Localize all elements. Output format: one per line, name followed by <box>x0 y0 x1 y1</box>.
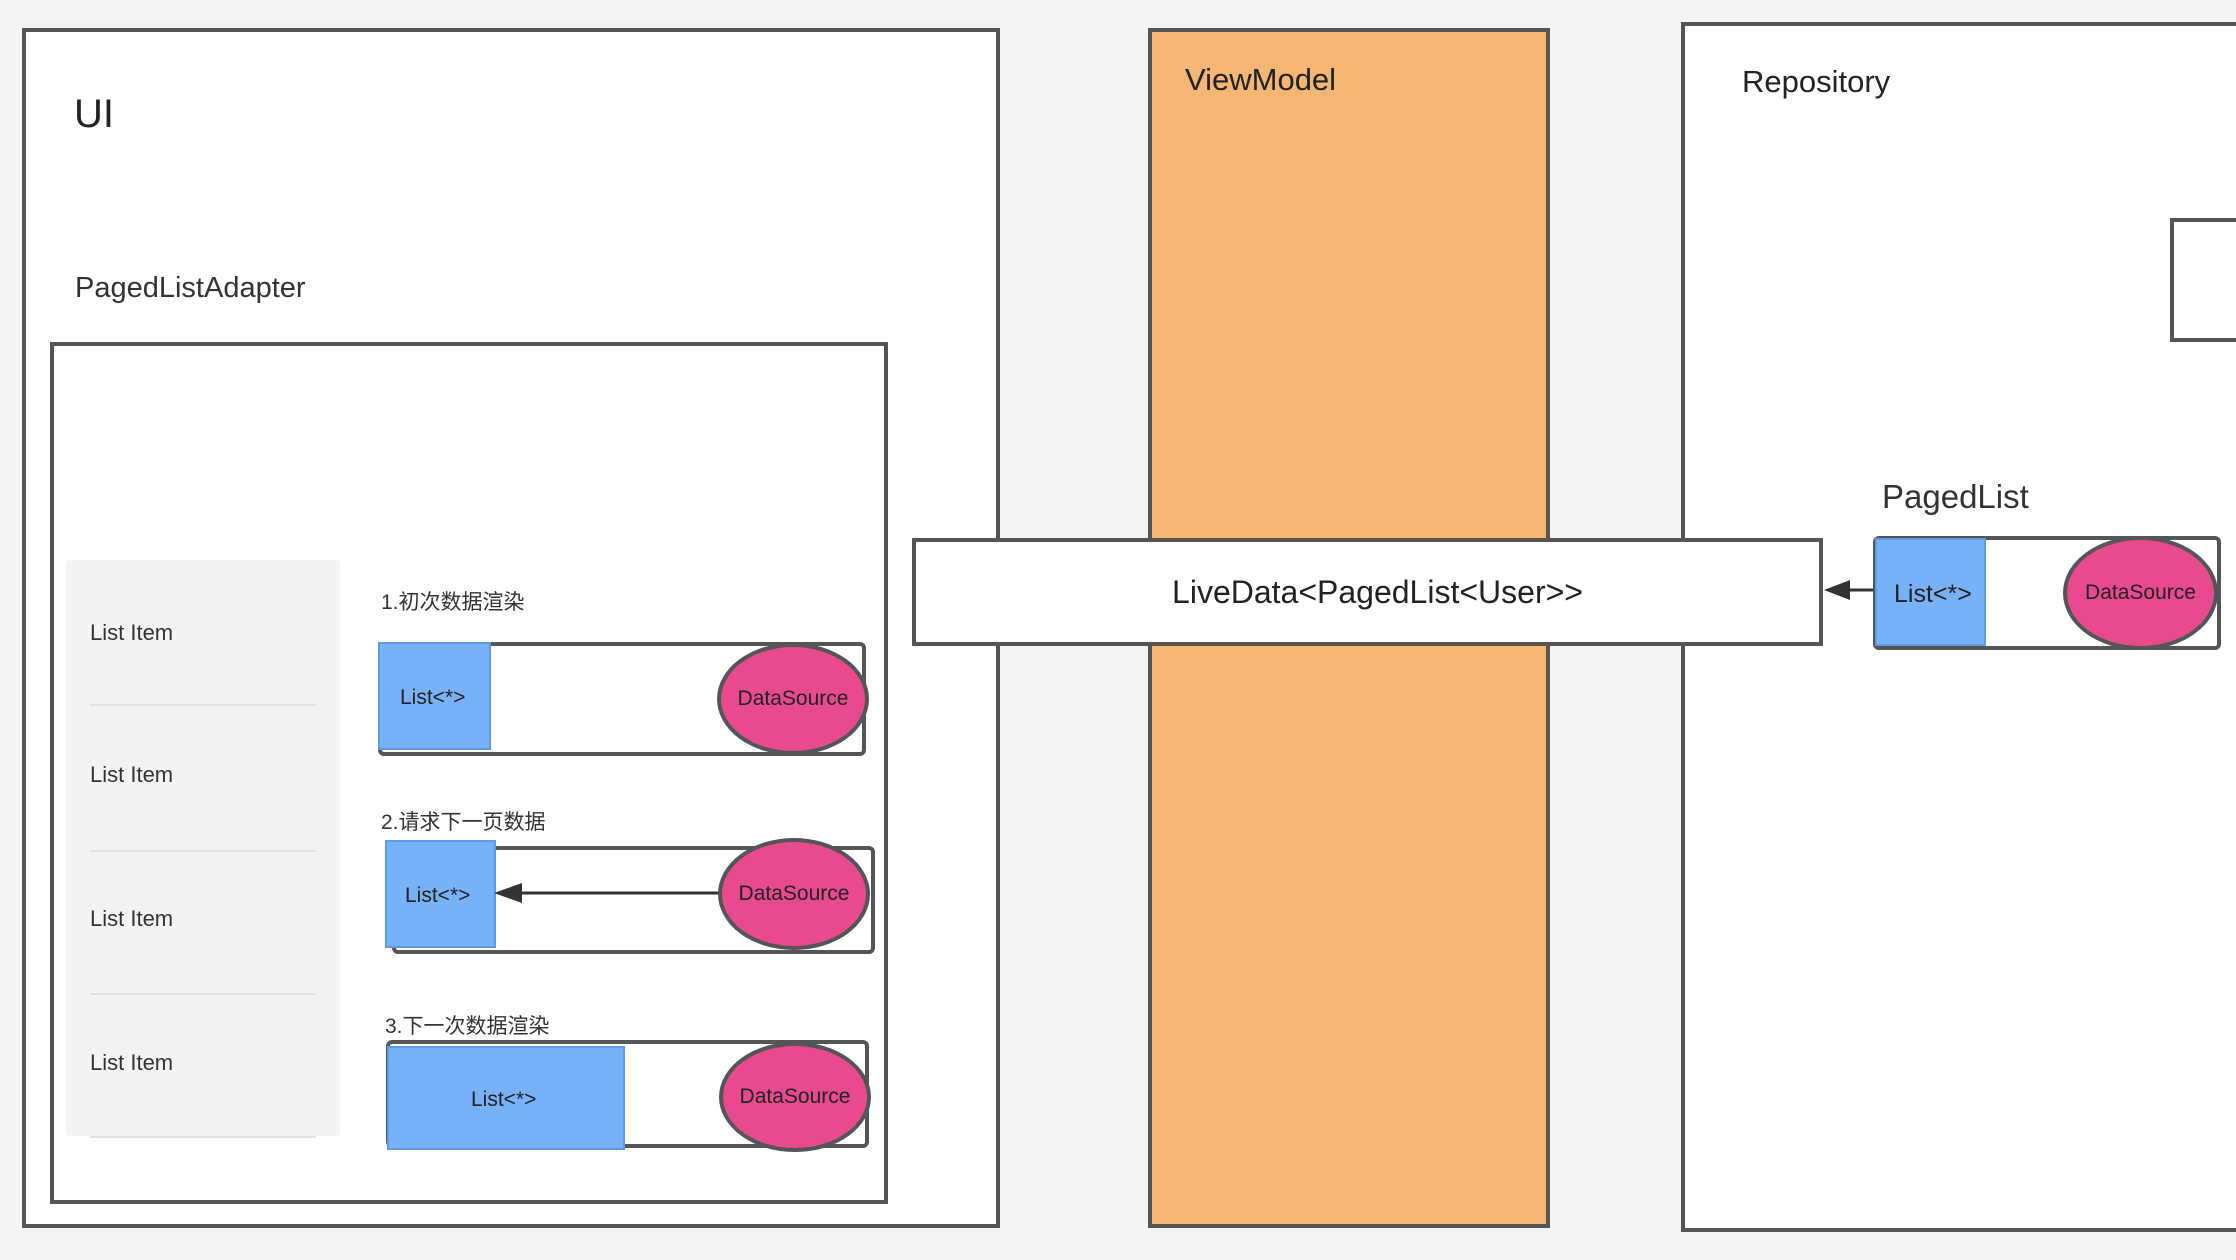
step-2-datasource: DataSource <box>718 838 870 950</box>
step-1-list-label: List<*> <box>400 686 466 709</box>
pagedlist-to-livedata-arrow <box>1824 580 1874 600</box>
list-item-divider <box>90 993 316 995</box>
step-3-label: 3.下一次数据渲染 <box>385 1015 550 1038</box>
pagedlist-list-label: List<*> <box>1894 580 1972 608</box>
step-3-datasource: DataSource <box>719 1042 871 1152</box>
step-1-datasource: DataSource <box>717 643 869 755</box>
ui-title: UI <box>74 92 114 136</box>
pagedlist-arrow-head <box>1824 580 1850 600</box>
repository-offscreen-box <box>2170 218 2236 342</box>
repository-title: Repository <box>1742 64 1891 99</box>
step-3-list-block: List<*> <box>387 1046 625 1150</box>
step-3-datasource-label: DataSource <box>739 1085 851 1108</box>
list-item: List Item <box>90 762 174 787</box>
step-1-list-block: List<*> <box>378 642 491 750</box>
viewmodel-title: ViewModel <box>1185 62 1337 97</box>
step-2-label: 2.请求下一页数据 <box>381 811 546 834</box>
list-item: List Item <box>90 620 174 645</box>
pagedlist-datasource-label: DataSource <box>2085 581 2196 604</box>
step-2-list-label: List<*> <box>405 884 471 907</box>
list-items-panel <box>66 560 340 1136</box>
step-2-datasource-label: DataSource <box>738 882 850 905</box>
list-item-divider <box>90 1136 316 1138</box>
adapter-label: PagedListAdapter <box>75 272 306 304</box>
step-2-list-block: List<*> <box>385 840 496 948</box>
list-item-divider <box>90 850 316 852</box>
pagedlist-label: PagedList <box>1882 478 2029 515</box>
list-item: List Item <box>90 1050 174 1075</box>
list-item: List Item <box>90 906 174 931</box>
livedata-bar: LiveData<PagedList<User>> <box>912 538 1823 646</box>
step-2-arrow <box>494 883 722 903</box>
step-2-arrow-head <box>494 883 522 903</box>
step-1-label: 1.初次数据渲染 <box>381 591 525 614</box>
pagedlist-datasource: DataSource <box>2063 536 2218 650</box>
step-3-list-label: List<*> <box>471 1088 537 1111</box>
pagedlist-list-block: List<*> <box>1875 538 1986 646</box>
list-item-divider <box>90 704 316 706</box>
step-1-datasource-label: DataSource <box>737 687 849 710</box>
livedata-label: LiveData<PagedList<User>> <box>1172 573 1583 610</box>
